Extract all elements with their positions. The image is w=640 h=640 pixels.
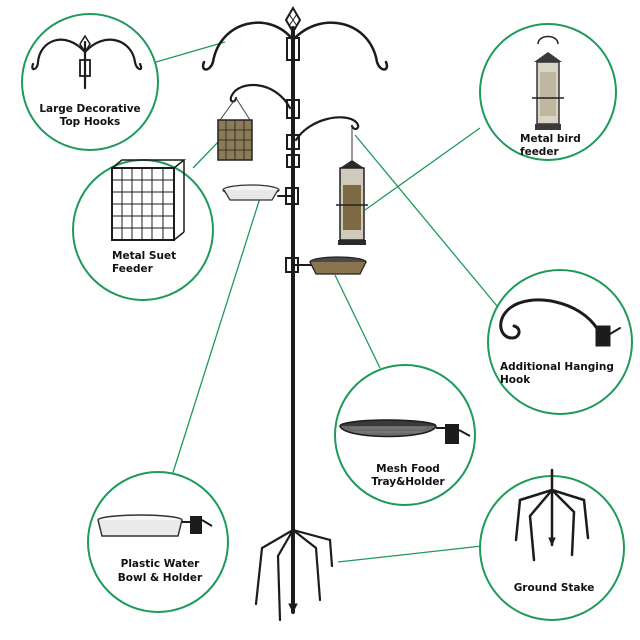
top-hook-right xyxy=(291,21,389,71)
bird-feeder-label-line1: Metal bird xyxy=(520,133,581,145)
svg-text:Feeder: Feeder xyxy=(112,263,154,275)
mesh-tray-on-pole xyxy=(309,256,367,275)
mesh-tray-label-line2: Tray&Holder xyxy=(371,476,445,488)
connector-ground-stake xyxy=(337,545,483,563)
svg-text:feeder: feeder xyxy=(520,146,559,158)
hanging-hook-label-line2: Hook xyxy=(500,374,531,386)
callout-ground-stake: Ground Stake xyxy=(479,468,625,621)
svg-text:Additional Hanging: Additional Hanging xyxy=(500,361,614,373)
connector-suet-feeder xyxy=(192,139,221,169)
tube-feeder-icon xyxy=(532,35,564,130)
callout-mesh-tray: Mesh Food Tray&Holder xyxy=(334,364,476,506)
ground-stake-icon xyxy=(514,468,590,562)
callout-hanging-hook: Additional Hanging Hook xyxy=(487,269,633,415)
svg-text:Plastic Water: Plastic Water xyxy=(121,558,201,570)
hanging-hook-icon xyxy=(499,298,621,347)
connector-water-bowl xyxy=(169,197,261,483)
connector-top-hooks xyxy=(155,41,226,63)
svg-text:Top Hooks: Top Hooks xyxy=(60,116,121,128)
water-bowl-icon xyxy=(97,514,213,537)
svg-text:Ground Stake: Ground Stake xyxy=(514,582,595,594)
suet-cage-on-pole xyxy=(217,97,253,161)
svg-text:Hook: Hook xyxy=(500,374,531,386)
svg-text:Bowl & Holder: Bowl & Holder xyxy=(118,572,203,584)
connector-bird-feeder xyxy=(364,127,481,211)
water-bowl-label-line1: Plastic Water xyxy=(121,558,201,570)
bird-feeder-label-line2: feeder xyxy=(520,146,559,158)
callout-bird-feeder: Metal bird feeder xyxy=(479,23,617,161)
connector-mesh-tray xyxy=(334,274,381,369)
top-hooks-label-line1: Large Decorative xyxy=(39,103,140,115)
svg-text:Large Decorative: Large Decorative xyxy=(39,103,140,115)
finial-icon xyxy=(284,6,302,34)
mesh-tray-label-line1: Mesh Food xyxy=(376,463,440,475)
tube-feeder-on-pole xyxy=(336,126,368,245)
connector-lines xyxy=(155,41,503,563)
shepherd-hook-pole xyxy=(201,6,389,622)
water-bowl-label-line2: Bowl & Holder xyxy=(118,572,203,584)
water-bowl-on-pole xyxy=(222,184,280,201)
svg-text:Mesh Food: Mesh Food xyxy=(376,463,440,475)
callout-suet-feeder: Metal Suet Feeder xyxy=(72,159,214,301)
mid-hook-right xyxy=(294,116,360,142)
connector-hanging-hook xyxy=(354,134,503,313)
top-hooks-icon xyxy=(31,34,143,90)
mesh-tray-icon xyxy=(339,419,471,444)
suet-feeder-label-line1: Metal Suet xyxy=(112,250,176,262)
svg-text:Tray&Holder: Tray&Holder xyxy=(371,476,445,488)
suet-cage-icon xyxy=(111,159,187,241)
stake-legs xyxy=(254,528,334,622)
top-hooks-label-line2: Top Hooks xyxy=(60,116,121,128)
ground-stake-label: Ground Stake xyxy=(514,582,595,594)
svg-text:Metal Suet: Metal Suet xyxy=(112,250,176,262)
hanging-hook-label-line1: Additional Hanging xyxy=(500,361,614,373)
top-hook-left xyxy=(201,21,295,71)
suet-feeder-label-line2: Feeder xyxy=(112,263,154,275)
svg-text:Metal bird: Metal bird xyxy=(520,133,581,145)
callout-water-bowl: Plastic Water Bowl & Holder xyxy=(87,471,229,613)
callout-top-hooks: Large Decorative Top Hooks xyxy=(21,13,159,151)
